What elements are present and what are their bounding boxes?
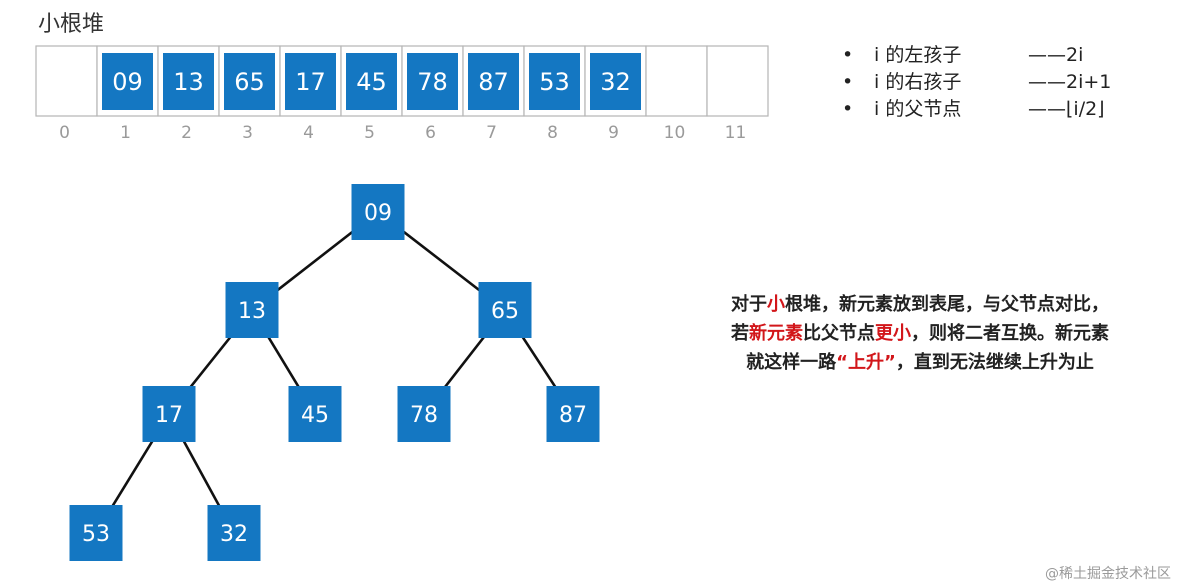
description-highlight: 新元素 (749, 323, 803, 344)
tree-edges (94, 210, 575, 534)
array-value-box (285, 53, 336, 110)
tree-node-label: 45 (301, 403, 329, 428)
array-cell (706, 45, 769, 117)
array-value-box (346, 53, 397, 110)
tree-node-box (351, 184, 405, 240)
tree-node-box (142, 386, 196, 442)
tree-node-label: 87 (559, 403, 587, 428)
tree-node-box (397, 386, 451, 442)
tree-node-label: 65 (491, 299, 519, 324)
array-value-box (407, 53, 458, 110)
array-index: 7 (486, 123, 497, 143)
tree-node-box (69, 505, 123, 561)
tree-node-label: 78 (410, 403, 438, 428)
array-value: 17 (295, 68, 326, 96)
footer-watermark: @稀土掘金技术社区 (1045, 566, 1171, 582)
bullet-icon: • (842, 44, 854, 66)
tree-node-label: 53 (82, 522, 110, 547)
array-value: 87 (478, 68, 509, 96)
description-line: 就这样一路“上升”，直到无法继续上升为止 (690, 348, 1150, 377)
description-text: ，则将二者互换。新元素 (911, 323, 1109, 344)
description-line: 对于小根堆，新元素放到表尾，与父节点对比， (690, 290, 1150, 319)
page-title: 小根堆 (38, 12, 105, 37)
array-index: 5 (364, 123, 375, 143)
bullet-icon: • (842, 98, 854, 120)
description-text: 若 (731, 323, 749, 344)
tree-node-label: 13 (238, 299, 266, 324)
array-value: 53 (539, 68, 570, 96)
description-text: ，直到无法继续上升为止 (895, 352, 1094, 373)
tree-node-label: 32 (220, 522, 248, 547)
tree-node-label: 17 (155, 403, 183, 428)
array-index: 3 (242, 123, 253, 143)
array-value-box (163, 53, 214, 110)
array-index: 11 (725, 123, 747, 143)
tree-node-box (225, 282, 279, 338)
array-index: 4 (303, 123, 314, 143)
tree-node-box (288, 386, 342, 442)
array-index: 1 (120, 123, 131, 143)
tree-node-box (478, 282, 532, 338)
array-value: 13 (173, 68, 204, 96)
array-value: 45 (356, 68, 387, 96)
array-value-box (224, 53, 275, 110)
description-text: 就这样一路 (746, 352, 837, 373)
array-index: 2 (181, 123, 192, 143)
array-index: 0 (59, 123, 70, 143)
description-line: 若新元素比父节点更小，则将二者互换。新元素 (690, 319, 1150, 348)
description-highlight: 更小 (875, 323, 911, 344)
array-value-box (529, 53, 580, 110)
note-text: i 的右孩子 (874, 71, 962, 93)
heap-insert-description: 对于小根堆，新元素放到表尾，与父节点对比， 若新元素比父节点更小，则将二者互换。… (690, 290, 1150, 377)
array-index: 6 (425, 123, 436, 143)
tree-node-label: 09 (364, 201, 392, 226)
array-value: 32 (600, 68, 631, 96)
array-index: 10 (664, 123, 686, 143)
array-value: 78 (417, 68, 448, 96)
array-cell (645, 45, 708, 117)
array-cell (35, 45, 98, 117)
tree-node-box (207, 505, 261, 561)
description-highlight: 小 (767, 294, 785, 315)
array-value: 09 (112, 68, 143, 96)
array-index: 8 (547, 123, 558, 143)
tree-node-box (546, 386, 600, 442)
array-index: 9 (608, 123, 619, 143)
note-formula: ——2i+1 (1028, 71, 1112, 93)
note-formula: ——2i (1028, 44, 1084, 66)
bullet-icon: • (842, 71, 854, 93)
note-text: i 的父节点 (874, 98, 962, 120)
array-table: 0 09 1 13 2 65 3 17 4 45 5 78 6 87 7 53 8 32 9 10 11 (35, 45, 769, 143)
array-value: 65 (234, 68, 265, 96)
note-text: i 的左孩子 (874, 44, 962, 66)
note-formula: ——⌊i/2⌋ (1028, 98, 1105, 120)
description-text: 对于 (731, 294, 767, 315)
array-value-box (102, 53, 153, 110)
tree-nodes: 09 13 65 17 45 78 87 53 32 (69, 184, 600, 561)
description-text: 根堆，新元素放到表尾，与父节点对比， (785, 294, 1109, 315)
description-text: 比父节点 (803, 323, 875, 344)
array-value-box (590, 53, 641, 110)
description-highlight: “上升” (836, 352, 896, 373)
array-value-box (468, 53, 519, 110)
